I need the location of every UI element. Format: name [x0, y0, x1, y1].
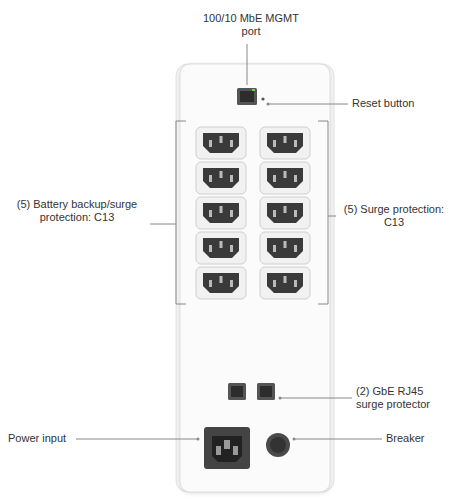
leader-line	[294, 439, 382, 440]
power-inlet	[216, 446, 221, 455]
c13-outlet	[196, 197, 246, 229]
c13-outlet	[267, 133, 303, 153]
power-inlet	[224, 440, 230, 449]
c13-outlet	[220, 206, 223, 213]
c13-outlet	[260, 232, 310, 264]
c13-outlet	[220, 136, 223, 143]
c13-outlet	[203, 133, 239, 153]
c13-outlet	[209, 140, 212, 147]
outlet-group	[196, 127, 310, 299]
c13-outlet	[196, 162, 246, 194]
c13-outlet	[209, 210, 212, 217]
c13-outlet	[196, 127, 246, 159]
c13-outlet	[203, 238, 239, 258]
device-body-back	[176, 64, 334, 492]
c13-outlet	[267, 203, 303, 223]
device-body	[180, 64, 330, 492]
power-inlet	[212, 436, 242, 462]
leader-line	[150, 224, 176, 225]
status-led	[252, 89, 255, 91]
rj45-port	[240, 91, 254, 102]
c13-outlet	[209, 280, 212, 287]
c13-outlet	[230, 175, 233, 182]
bracket	[176, 121, 186, 304]
c13-outlet	[267, 273, 303, 293]
c13-outlet	[267, 238, 303, 258]
callout-label: 100/10 MbE MGMT port	[196, 12, 306, 38]
c13-outlet	[220, 171, 223, 178]
c13-outlet	[284, 136, 287, 143]
c13-outlet	[273, 140, 276, 147]
c13-outlet	[273, 175, 276, 182]
breaker	[266, 433, 290, 457]
leader-line	[328, 216, 336, 217]
c13-outlet	[294, 140, 297, 147]
callout-label: Breaker	[386, 432, 446, 445]
c13-outlet	[260, 197, 310, 229]
leader-line	[247, 44, 248, 85]
rj45-port	[231, 386, 243, 397]
leader-line	[76, 439, 198, 440]
callout-label: Reset button	[352, 97, 452, 110]
rj45-port	[260, 386, 272, 397]
c13-outlet	[284, 171, 287, 178]
c13-outlet	[294, 245, 297, 252]
c13-outlet	[203, 273, 239, 293]
bracket	[318, 121, 328, 304]
callout-label: Power input	[8, 432, 74, 445]
c13-outlet	[294, 280, 297, 287]
leader-line	[280, 398, 352, 399]
reset-button	[261, 97, 264, 100]
c13-outlet	[273, 210, 276, 217]
c13-outlet	[273, 245, 276, 252]
c13-outlet	[209, 245, 212, 252]
c13-outlet	[260, 267, 310, 299]
c13-outlet	[230, 210, 233, 217]
c13-outlet	[284, 276, 287, 283]
c13-outlet	[294, 210, 297, 217]
breaker	[270, 437, 286, 453]
c13-outlet	[196, 232, 246, 264]
leader-line	[268, 104, 348, 105]
c13-outlet	[284, 206, 287, 213]
rj45-port	[237, 88, 257, 105]
callout-label: (2) GbE RJ45 surge protector	[356, 385, 452, 411]
rj45-port	[257, 383, 275, 400]
c13-outlet	[196, 267, 246, 299]
c13-outlet	[220, 276, 223, 283]
c13-outlet	[203, 168, 239, 188]
power-inlet	[233, 446, 238, 455]
c13-outlet	[267, 168, 303, 188]
c13-outlet	[294, 175, 297, 182]
power-inlet	[204, 427, 250, 469]
c13-outlet	[209, 175, 212, 182]
c13-outlet	[230, 140, 233, 147]
c13-outlet	[273, 280, 276, 287]
c13-outlet	[284, 241, 287, 248]
c13-outlet	[230, 245, 233, 252]
c13-outlet	[230, 280, 233, 287]
rj45-port	[228, 383, 246, 400]
c13-outlet	[203, 203, 239, 223]
c13-outlet	[260, 162, 310, 194]
c13-outlet	[220, 241, 223, 248]
c13-outlet	[260, 127, 310, 159]
callout-label: (5) Battery backup/surge protection: C13	[6, 198, 148, 224]
callout-label: (5) Surge protection: C13	[340, 203, 448, 229]
